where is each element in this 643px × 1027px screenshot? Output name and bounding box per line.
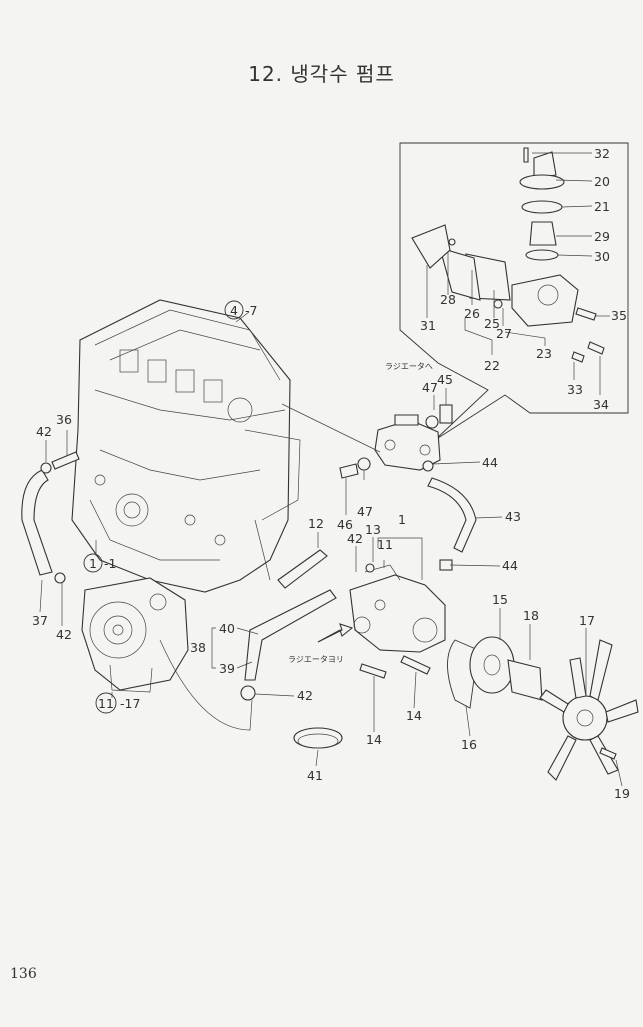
callout-28: 28 <box>440 292 456 307</box>
callout-41: 41 <box>307 768 323 783</box>
clamp-42a <box>40 462 52 474</box>
arrow-from-radiator <box>317 623 354 643</box>
hose-band-inner <box>297 733 339 749</box>
callout-42c: 42 <box>347 531 363 546</box>
callout-45: 45 <box>437 372 453 387</box>
leader-lines <box>39 152 623 787</box>
plug-45 <box>439 404 453 424</box>
callout-23: 23 <box>536 346 552 361</box>
spacer-18 <box>507 659 543 701</box>
hose-37 <box>21 469 53 576</box>
bolt-14b <box>400 655 431 675</box>
fan-belt-16 <box>447 639 479 709</box>
wire-line <box>159 639 253 731</box>
callout-11: 11 <box>377 537 393 552</box>
callout-30: 30 <box>594 249 610 264</box>
pipe-36 <box>51 451 80 470</box>
callout-43: 43 <box>505 509 521 524</box>
callout-40: 40 <box>219 621 235 636</box>
ref-1-suffix: -1 <box>104 556 116 571</box>
callout-42d: 42 <box>297 688 313 703</box>
callout-36: 36 <box>56 412 72 427</box>
circled-reference-4-7: 4 -7 <box>224 300 257 320</box>
callout-18: 18 <box>523 608 539 623</box>
clamp-44a <box>422 460 434 472</box>
callout-38: 38 <box>190 640 206 655</box>
cooling-fan-17 <box>539 639 639 781</box>
callout-44a: 44 <box>482 455 498 470</box>
label-from-radiator: ラジエータヨリ <box>288 655 344 664</box>
ref-4-number: 4 <box>230 303 238 318</box>
callout-32: 32 <box>594 146 610 161</box>
callout-47b: 47 <box>357 504 373 519</box>
clamp-42b <box>54 572 66 584</box>
ref-1-number: 1 <box>89 556 97 571</box>
callout-12: 12 <box>308 516 324 531</box>
circled-reference-1-1: 1 -1 <box>83 553 116 573</box>
hose-43 <box>427 477 477 553</box>
inset-thermostat-parts <box>411 147 605 363</box>
detail-inset-frame <box>399 142 629 441</box>
callout-1: 1 <box>398 512 406 527</box>
callout-21: 21 <box>594 199 610 214</box>
page-title: 12. 냉각수 펌프 <box>248 62 395 86</box>
seal-47b <box>357 457 371 471</box>
callout-14b: 14 <box>406 708 422 723</box>
callout-33: 33 <box>567 382 583 397</box>
clamp-42d <box>240 685 256 701</box>
callout-16: 16 <box>461 737 477 752</box>
circled-reference-11-17: 11 -17 <box>95 692 140 714</box>
thermostat-housing-drawing <box>374 414 441 471</box>
callout-26: 26 <box>464 306 480 321</box>
hose-40-39 <box>244 589 337 681</box>
page-number: 136 <box>10 966 37 982</box>
ref-11-number: 11 <box>98 696 114 711</box>
engine-block-drawing <box>71 299 301 593</box>
alternator-drawing <box>81 577 189 693</box>
callout-35: 35 <box>611 308 627 323</box>
callout-39: 39 <box>219 661 235 676</box>
callout-27: 27 <box>496 326 512 341</box>
callout-labels: 32 20 21 29 30 28 26 25 27 31 22 23 35 3… <box>32 146 630 801</box>
bolt-19 <box>599 747 617 760</box>
callout-37: 37 <box>32 613 48 628</box>
callout-47a: 47 <box>422 380 438 395</box>
callout-31: 31 <box>420 318 436 333</box>
callout-34: 34 <box>593 397 609 412</box>
callout-42a: 42 <box>36 424 52 439</box>
callout-14a: 14 <box>366 732 382 747</box>
ref-4-suffix: -7 <box>245 303 257 318</box>
fan-pulley-15 <box>469 636 515 694</box>
pipe-12 <box>277 549 328 589</box>
sensor-46 <box>339 463 359 479</box>
seal-47a <box>425 415 439 429</box>
callout-25: 25 <box>484 316 500 331</box>
callout-15: 15 <box>492 592 508 607</box>
bolt-14a <box>359 663 387 679</box>
water-pump-drawing <box>349 563 446 653</box>
callout-46: 46 <box>337 517 353 532</box>
callout-17: 17 <box>579 613 595 628</box>
callout-13: 13 <box>365 522 381 537</box>
callout-44b: 44 <box>502 558 518 573</box>
callout-42b: 42 <box>56 627 72 642</box>
callout-22: 22 <box>484 358 500 373</box>
callout-29: 29 <box>594 229 610 244</box>
callout-20: 20 <box>594 174 610 189</box>
ref-11-suffix: -17 <box>120 696 140 711</box>
label-to-radiator: ラジエータへ <box>385 362 433 371</box>
callout-19: 19 <box>614 786 630 801</box>
